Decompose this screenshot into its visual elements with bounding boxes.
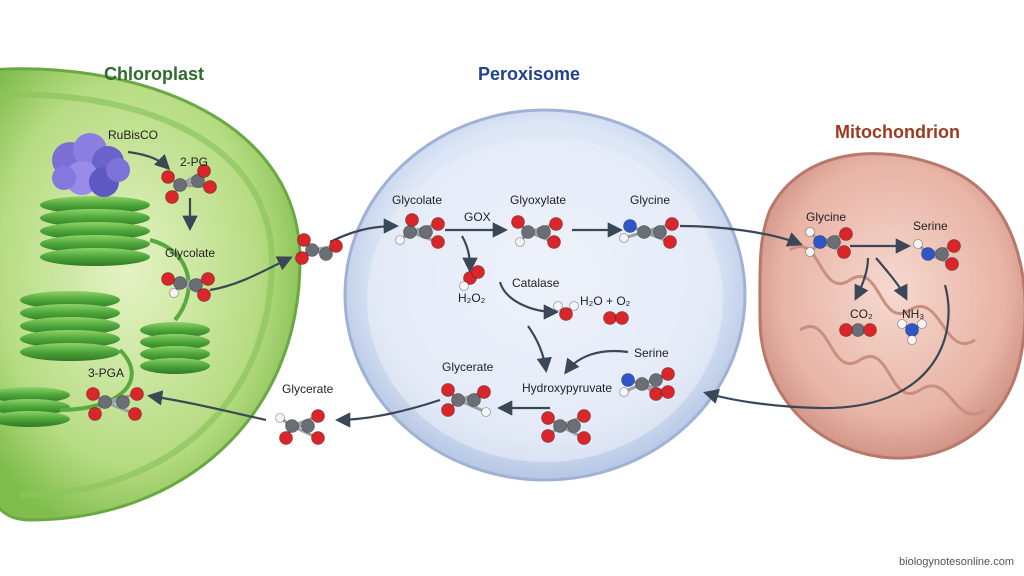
molecule-perox-glycine: [619, 217, 679, 249]
molecule-mito-serine: [913, 239, 961, 271]
molecule-perox-glycolate: [395, 213, 445, 249]
molecule-water: [553, 301, 579, 321]
thylakoid-stack-middle: [20, 291, 120, 361]
thylakoid-stack-upper: [40, 196, 150, 266]
arrow-curve-to-hydroxypyruvate: [527, 325, 552, 374]
molecules: [86, 164, 961, 445]
arrow-glycolate-to-h2o2: [461, 235, 478, 274]
molecule-2pg: [161, 164, 217, 204]
label-perox-glycine: Glycine: [630, 193, 671, 207]
arrow-serine-to-hydroxypyruvate: [564, 349, 629, 375]
molecule-transit-glycolate: [295, 233, 343, 265]
peroxisome-title: Peroxisome: [478, 64, 581, 84]
label-perox-glycolate: Glycolate: [392, 193, 443, 207]
arrow-glycine-to-nh3: [875, 257, 908, 301]
label-perox-glycerate: Glycerate: [442, 360, 494, 374]
molecule-3pga: [86, 387, 144, 421]
label-2pg: 2-PG: [180, 155, 209, 169]
chloroplast-title: Chloroplast: [104, 64, 205, 84]
label-gox: GOX: [464, 210, 491, 224]
molecule-perox-glycerate: [441, 383, 491, 417]
label-h2o2: H₂O₂: [458, 291, 486, 305]
molecule-cytosol-glycerate: [275, 409, 325, 445]
arrow-peroxisome-to-cytosol: [334, 398, 441, 428]
label-cytosol-glycerate: Glycerate: [282, 382, 334, 396]
label-nh3: NH₃: [902, 307, 925, 321]
arrow-glycine-to-co2: [854, 257, 870, 301]
label-mito-glycine: Glycine: [806, 210, 847, 224]
molecule-co2: [839, 323, 877, 337]
molecule-perox-serine: [619, 367, 675, 401]
label-chloroplast-glycolate: Glycolate: [165, 246, 216, 260]
label-3pga: 3-PGA: [88, 366, 125, 380]
label-co2: CO₂: [850, 307, 873, 321]
arrow-rubisco-to-2pg: [127, 150, 171, 171]
rubisco-protein: [52, 133, 130, 197]
label-catalase-products: H₂O + O₂: [580, 294, 631, 308]
arrow-peroxisome-to-mitochondrion: [679, 224, 803, 247]
arrow-cytosol-to-peroxisome: [329, 218, 400, 243]
peroxisome-organelle: [343, 108, 747, 482]
molecule-hydroxypyruvate: [541, 409, 591, 445]
arrow-mitochondrion-to-peroxisome: [703, 284, 950, 410]
thylakoid-stack-right: [140, 322, 210, 374]
label-hydroxypyruvate: Hydroxypyruvate: [522, 381, 613, 395]
mitochondrion-title: Mitochondrion: [835, 122, 960, 142]
label-catalase: Catalase: [512, 276, 560, 290]
arrow-h2o2-to-catalase: [498, 281, 560, 320]
mitochondrion-organelle: [758, 152, 1024, 460]
arrow-cytosol-to-chloroplast: [146, 390, 267, 422]
molecule-nh3: [897, 319, 927, 345]
label-perox-serine: Serine: [634, 346, 669, 360]
molecule-glyoxylate: [511, 215, 563, 249]
molecule-chloro-glycolate: [161, 272, 215, 302]
label-mito-serine: Serine: [913, 219, 948, 233]
arrow-chloroplast-to-cytosol: [209, 256, 293, 292]
label-glyoxylate: Glyoxylate: [510, 193, 567, 207]
molecule-h2o2: [459, 265, 485, 291]
molecule-oxygen: [603, 311, 629, 325]
molecule-mito-glycine: [805, 227, 853, 259]
label-rubisco: RuBisCO: [108, 128, 159, 142]
source-credit: biologynotesonline.com: [899, 556, 1014, 568]
arrows: [127, 150, 950, 428]
thylakoid-stack-lower: [0, 387, 70, 427]
